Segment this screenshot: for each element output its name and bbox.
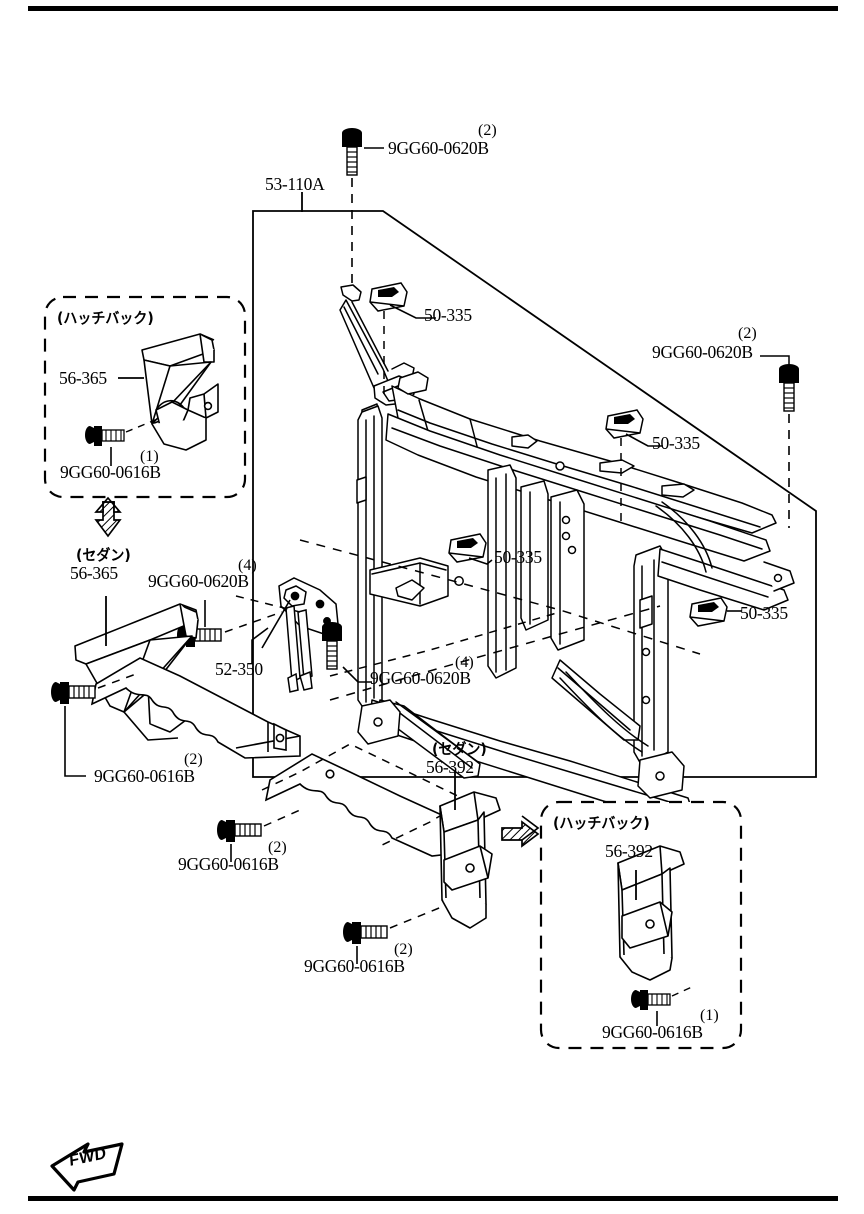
axis-bolt-sedan-left <box>97 673 137 689</box>
label-bolt-sedan-left: 9GG60-0616B <box>94 766 195 786</box>
inset-left-part-label: 56-365 <box>59 368 107 388</box>
leader-clip-mid-left <box>468 557 493 565</box>
inset-left-title-jp: (ハッチバック) <box>57 310 154 328</box>
label-56-392-sedan: 56-392 <box>426 757 474 777</box>
inset-right-title-jp: (ハッチバック) <box>553 815 650 833</box>
axis-hinge-mount <box>329 611 561 677</box>
label-sedan-56-392-jp: (セダン) <box>432 741 487 759</box>
qty-bolt-sedan-right: (2) <box>394 941 413 958</box>
sedan-splash-panel-left <box>90 657 301 759</box>
inset-right-bolt-qty: (1) <box>700 1007 719 1024</box>
label-52-350: 52-350 <box>215 659 263 679</box>
inset-right-part-label: 56-392 <box>605 841 653 861</box>
clip-mid-left-icon <box>448 533 487 563</box>
sedan-panel-dashed-outline <box>261 743 468 847</box>
qty-bolt-hinge: (4) <box>455 654 474 671</box>
sedan-splash-panel-right <box>264 753 467 857</box>
inset-left-bracket-art <box>141 333 219 451</box>
inset-right-bracket-art <box>617 845 685 981</box>
bolt-inset-left-icon <box>85 426 125 446</box>
bolt-top-icon <box>342 128 362 176</box>
label-clip-top: 50-335 <box>424 305 472 325</box>
inset-left-bolt-qty: (1) <box>140 448 159 465</box>
bolt-hinge-icon <box>322 622 342 670</box>
label-56-365-sedan: 56-365 <box>70 563 118 583</box>
bracket-56-392-sedan <box>439 791 501 929</box>
leader-bolt-right <box>760 355 790 369</box>
leader-bolt-sedan-left <box>64 706 86 777</box>
clip-top-icon <box>369 282 408 312</box>
label-bolt-hinge: 9GG60-0620B <box>370 668 471 688</box>
axis-bolt-sedan-mid <box>263 809 301 827</box>
page-rule-bottom <box>28 1196 838 1201</box>
label-53-110A: 53-110A <box>265 174 325 194</box>
qty-bolt-sedan-left: (2) <box>184 751 203 768</box>
variant-link-arrow-horizontal <box>501 815 540 848</box>
label-clip-lower-right: 50-335 <box>740 603 788 623</box>
axis-bolt-sedan-upper <box>224 611 283 633</box>
qty-bolt-top: (2) <box>478 122 497 139</box>
leader-52-350-b <box>261 599 291 649</box>
label-bolt-sedan-right: 9GG60-0616B <box>304 956 405 976</box>
label-bolt-sedan-mid: 9GG60-0616B <box>178 854 279 874</box>
fwd-direction-arrow <box>50 1142 124 1192</box>
bolt-inset-right-icon <box>631 990 671 1010</box>
label-clip-mid-left: 50-335 <box>494 547 542 567</box>
label-bolt-right: 9GG60-0620B <box>652 342 753 362</box>
axis-hinge <box>235 595 301 613</box>
bolt-sedan-right-icon <box>343 922 388 944</box>
clip-lower-right-icon <box>689 597 728 627</box>
bolt-right-icon <box>779 364 799 412</box>
leader-clip-top <box>389 304 436 319</box>
label-clip-mid-right: 50-335 <box>652 433 700 453</box>
main-assembly-boundary <box>252 210 817 778</box>
label-bolt-top: 9GG60-0620B <box>388 138 489 158</box>
label-bolt-hinge-upper: 9GG60-0620B <box>148 571 249 591</box>
axis-assembly-lower-left <box>299 539 701 655</box>
bolt-sedan-left-icon <box>51 682 96 704</box>
label-sedan-56-365-jp: (セダン) <box>76 547 131 565</box>
leader-52-350 <box>251 627 269 664</box>
inset-right-bolt-label: 9GG60-0616B <box>602 1022 703 1042</box>
qty-bolt-sedan-mid: (2) <box>268 839 287 856</box>
qty-bolt-hinge-upper: (4) <box>238 557 257 574</box>
inset-left-bolt-label: 9GG60-0616B <box>60 462 161 482</box>
axis-inset-right-bolt <box>671 985 695 997</box>
axis-inset-left-bolt <box>125 417 161 433</box>
axis-assembly-lower-right <box>329 605 661 701</box>
radiator-support-assembly <box>339 284 795 821</box>
page-rule-top <box>28 6 838 11</box>
leader-clip-mid-right <box>625 433 663 447</box>
qty-bolt-right: (2) <box>738 325 757 342</box>
clip-mid-right-icon <box>605 409 644 439</box>
axis-bolt-sedan-right <box>389 905 445 929</box>
variant-link-arrow-vertical <box>94 496 122 538</box>
bolt-sedan-mid-icon <box>217 820 262 842</box>
